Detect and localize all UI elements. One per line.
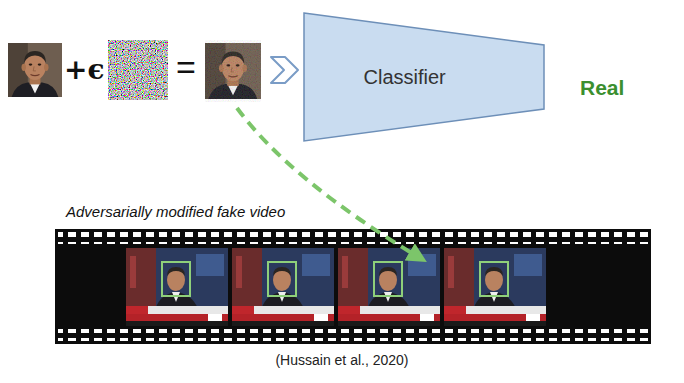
perturbed-face-image — [205, 40, 261, 102]
label: = — [176, 48, 196, 87]
label: Adversarially modified fake video — [66, 203, 285, 220]
label: +ϵ — [64, 53, 105, 86]
node-label: Classifier — [364, 66, 446, 89]
classifier-box: Classifier — [303, 12, 545, 142]
label: Real — [580, 76, 624, 100]
face-image — [8, 43, 62, 97]
noise-image — [108, 40, 168, 100]
classifier-outline — [304, 13, 544, 141]
film-strip — [55, 229, 651, 344]
chevron-arrow — [271, 57, 298, 83]
caption: (Hussain et al., 2020) — [275, 352, 408, 368]
